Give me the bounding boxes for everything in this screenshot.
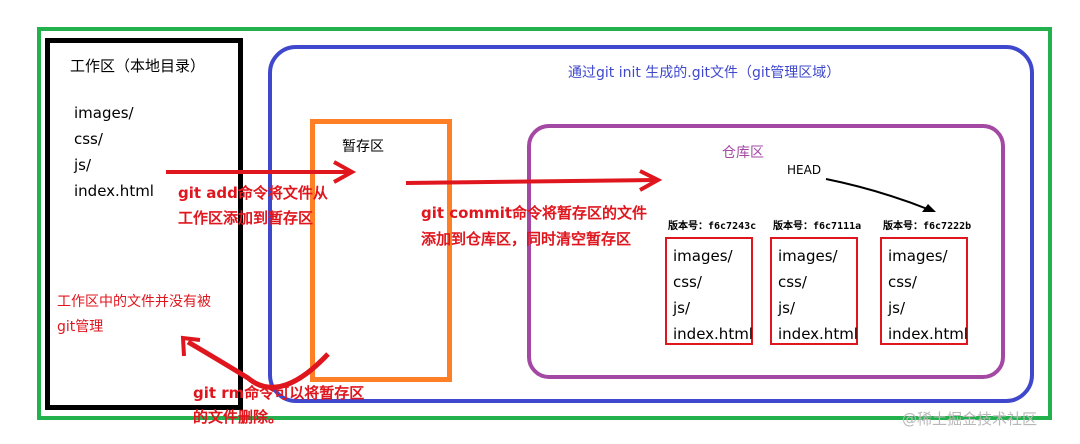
head-label: HEAD	[787, 163, 822, 177]
repository-box	[527, 124, 1005, 379]
snapshot-file: css/	[888, 273, 917, 291]
watermark: @稀土掘金技术社区	[902, 410, 1038, 428]
workspace-box	[45, 38, 243, 410]
snapshot-file: js/	[778, 299, 796, 317]
rm-annotation-line1: git rm命令可以将暂存区	[193, 384, 365, 402]
version-label: 版本号：f6c7111a	[773, 221, 862, 232]
add-annotation-line1: git add命令将文件从	[178, 184, 328, 202]
staging-title: 暂存区	[342, 139, 384, 155]
snapshot-file: index.html	[673, 325, 753, 343]
commit-annotation-line2: 添加到仓库区，同时清空暂存区	[421, 230, 632, 248]
snapshot-file: js/	[888, 299, 906, 317]
head-pointer-icon	[825, 178, 936, 212]
repository-title: 仓库区	[722, 145, 764, 161]
workspace-note-line1: 工作区中的文件并没有被	[57, 294, 211, 310]
commit-annotation-line1: git commit命令将暂存区的文件	[421, 204, 648, 222]
version-label: 版本号：f6c7243c	[668, 221, 757, 232]
commit-arrow-icon	[405, 169, 663, 192]
snapshot-file: css/	[673, 273, 702, 291]
workspace-file-list: images/ css/ js/ index.html	[74, 100, 154, 204]
version-snapshot-box: images/ css/ js/ index.html	[665, 237, 753, 345]
version-snapshot-box: images/ css/ js/ index.html	[770, 237, 858, 345]
snapshot-file: index.html	[888, 325, 968, 343]
version-label: 版本号：f6c7222b	[883, 221, 972, 232]
workspace-note-line2: git管理	[57, 319, 104, 335]
staging-box	[310, 119, 452, 382]
workspace-file: js/	[74, 156, 92, 174]
rm-arrow-icon	[180, 335, 330, 390]
snapshot-file: images/	[778, 247, 838, 265]
workspace-title: 工作区（本地目录）	[70, 57, 206, 75]
workspace-file: css/	[74, 130, 103, 148]
outer-frame	[37, 27, 1052, 420]
git-area-title: 通过git init 生成的.git文件（git管理区域）	[568, 65, 841, 81]
workspace-file: index.html	[74, 182, 154, 200]
version-snapshot-box: images/ css/ js/ index.html	[880, 237, 968, 345]
snapshot-file: js/	[673, 299, 691, 317]
snapshot-file: css/	[778, 273, 807, 291]
add-annotation-line2: 工作区添加到暂存区	[178, 209, 314, 227]
rm-annotation-line2: 的文件删除。	[193, 408, 284, 426]
add-arrow-icon	[166, 160, 357, 184]
snapshot-file: index.html	[778, 325, 858, 343]
snapshot-file: images/	[888, 247, 948, 265]
workspace-file: images/	[74, 104, 134, 122]
git-area-box	[268, 45, 1034, 403]
snapshot-file: images/	[673, 247, 733, 265]
